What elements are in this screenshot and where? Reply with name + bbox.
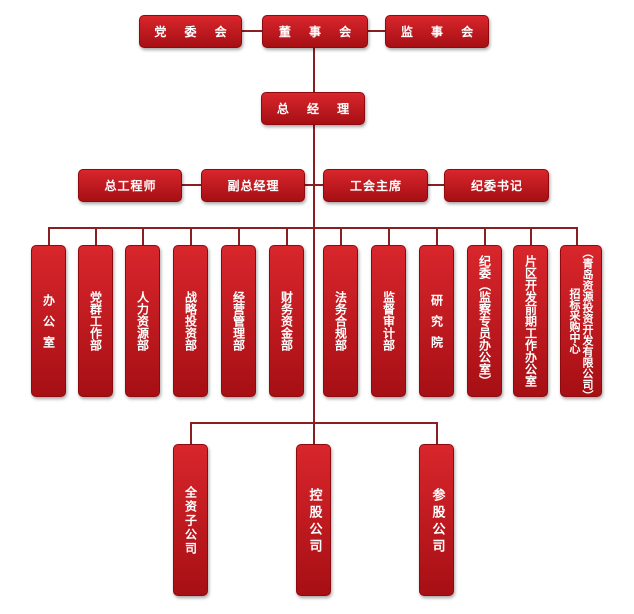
connector-line bbox=[367, 30, 387, 32]
dept-finance: 财务资金部 bbox=[269, 245, 304, 397]
connector-line bbox=[436, 227, 438, 247]
connector-line bbox=[142, 227, 144, 247]
discipline-secretary-box: 纪委书记 bbox=[444, 169, 549, 202]
connector-line bbox=[484, 227, 486, 247]
connector-line bbox=[95, 227, 97, 247]
party-committee-box: 党 委 会 bbox=[139, 15, 242, 48]
dept-strategy-investment: 战略投资部 bbox=[173, 245, 208, 397]
connector-line bbox=[313, 124, 315, 596]
union-chair-box: 工会主席 bbox=[323, 169, 428, 202]
connector-line bbox=[286, 227, 288, 247]
connector-line bbox=[48, 227, 578, 229]
dept-legal-compliance: 法务合规部 bbox=[323, 245, 358, 397]
connector-line bbox=[436, 422, 438, 446]
holding-company-box: 控股公司 bbox=[296, 444, 331, 596]
chief-engineer-box: 总工程师 bbox=[78, 169, 182, 202]
connector-line bbox=[388, 227, 390, 247]
connector-line bbox=[427, 184, 445, 186]
dept-operations-management: 经营管理部 bbox=[221, 245, 256, 397]
dept-party-affairs: 党群工作部 bbox=[78, 245, 113, 397]
connector-line bbox=[181, 184, 203, 186]
connector-line bbox=[240, 30, 264, 32]
connector-line bbox=[238, 227, 240, 247]
connector-line bbox=[313, 47, 315, 93]
connector-line bbox=[340, 227, 342, 247]
connector-line bbox=[48, 227, 50, 247]
dept-area-development-office: 片区开发前期工作办公室 bbox=[513, 245, 548, 397]
supervisory-board-box: 监 事 会 bbox=[385, 15, 489, 48]
dept-office: 办公室 bbox=[31, 245, 66, 397]
wholly-owned-subsidiary-box: 全资子公司 bbox=[173, 444, 208, 596]
dept-human-resources: 人力资源部 bbox=[125, 245, 160, 397]
connector-line bbox=[190, 422, 438, 424]
dept-procurement-center: （青岛资源投资开发有限公司）招标采购中心 bbox=[560, 245, 602, 397]
connector-line bbox=[576, 227, 578, 247]
dept-supervision-audit: 监督审计部 bbox=[371, 245, 406, 397]
deputy-gm-box: 副总经理 bbox=[201, 169, 305, 202]
connector-line bbox=[530, 227, 532, 247]
board-of-directors-box: 董 事 会 bbox=[262, 15, 368, 48]
connector-line bbox=[190, 422, 192, 446]
dept-discipline-commission: 纪委（监察专员办公室） bbox=[467, 245, 502, 397]
general-manager-box: 总 经 理 bbox=[261, 92, 365, 125]
dept-research-institute: 研究院 bbox=[419, 245, 454, 397]
connector-line bbox=[190, 227, 192, 247]
equity-participation-box: 参股公司 bbox=[419, 444, 454, 596]
